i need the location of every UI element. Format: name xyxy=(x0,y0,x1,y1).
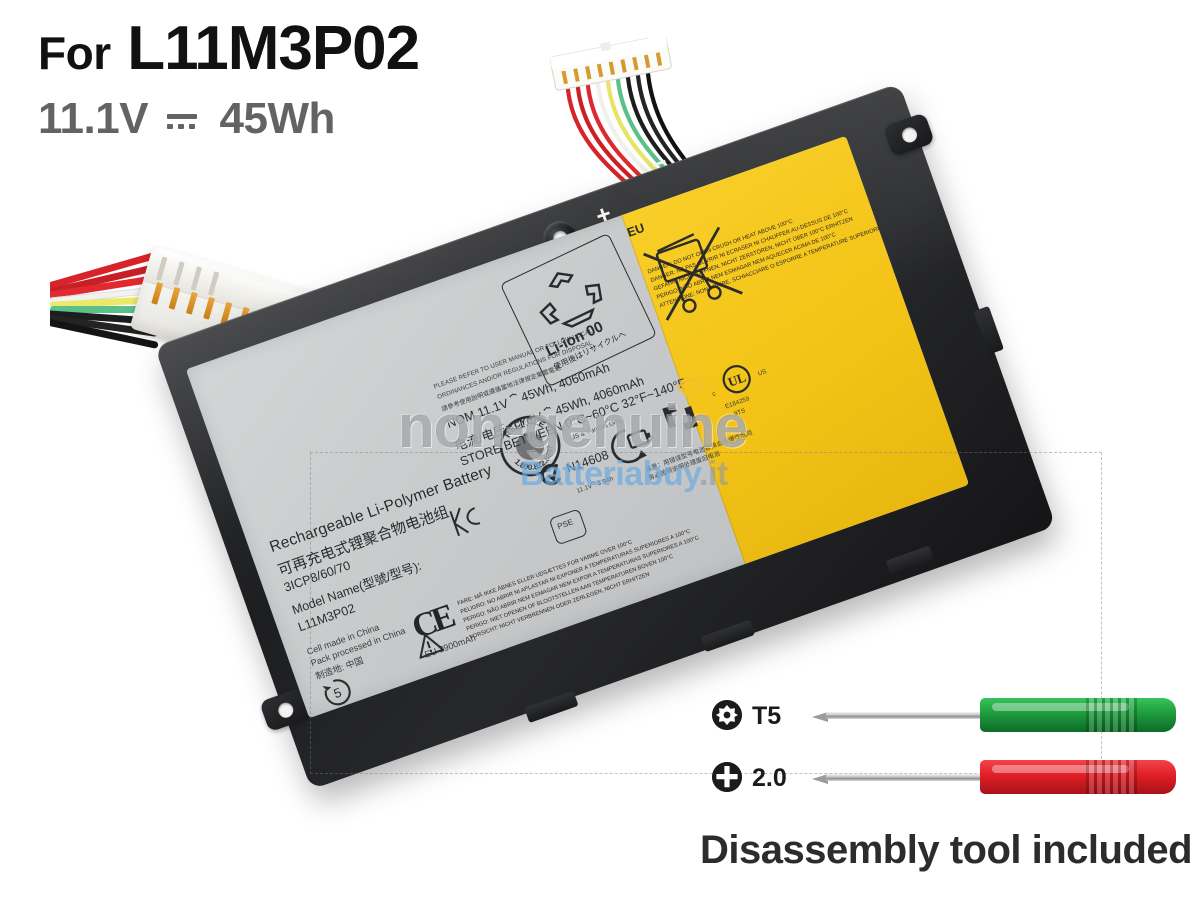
handle-gloss xyxy=(991,764,1129,773)
product-image-canvas: For L11M3P02 11.1V 45Wh xyxy=(0,0,1200,900)
torx-shaft xyxy=(826,712,984,719)
svg-text:UL: UL xyxy=(726,369,748,389)
handle-grip-rings xyxy=(1085,698,1137,732)
crossed-wheelie-bin-icon xyxy=(643,226,743,321)
label-n-number: N14608 xyxy=(564,447,611,476)
disassembly-caption: Disassembly tool included xyxy=(700,828,1193,872)
torx-handle xyxy=(980,698,1176,732)
battery-spec-label: Rechargeable Li-Polymer Battery 可再充电式锂聚合… xyxy=(185,135,970,719)
china-recycle-icon xyxy=(662,404,698,431)
phillips-shaft xyxy=(826,774,984,781)
torx-icon xyxy=(712,700,742,730)
tool-row-torx: T5 xyxy=(712,690,1182,746)
pse-mark-text: PSE xyxy=(556,517,575,532)
header-specs: 11.1V 45Wh xyxy=(38,94,419,144)
recycle-triangle-icon xyxy=(539,272,603,328)
wire-green xyxy=(50,306,160,313)
header-title: For L11M3P02 xyxy=(38,18,420,80)
handle-grip-rings xyxy=(1085,760,1137,794)
warning-triangle-icon xyxy=(419,633,445,660)
phillips-handle xyxy=(980,760,1176,794)
kc-mark-icon xyxy=(449,507,481,537)
header-model-number: L11M3P02 xyxy=(127,14,420,83)
harness-connector xyxy=(549,38,672,91)
label-rating-small: 11.1V⏞ 3.9Ah xyxy=(575,475,615,495)
dc-symbol-icon xyxy=(166,110,201,132)
pse-mark-box: PSE xyxy=(548,508,589,546)
torx-tip xyxy=(812,712,828,722)
ul-mark-icon: UL xyxy=(722,365,751,394)
handle-gloss xyxy=(991,702,1129,711)
phillips-tip xyxy=(812,774,828,784)
header-block: For L11M3P02 11.1V 45Wh xyxy=(38,18,420,144)
tool-row-phillips: 2.0 xyxy=(712,752,1182,808)
header-for-label: For xyxy=(38,27,111,79)
rohs-5-icon: 5 xyxy=(322,679,351,706)
header-voltage: 11.1V xyxy=(38,94,149,143)
battery-recycle-icon xyxy=(611,428,652,464)
rohs-years: 5 xyxy=(332,685,344,702)
tool-label-torx: T5 xyxy=(752,702,782,730)
header-capacity: 45Wh xyxy=(219,94,336,143)
liion-recycle-box: Li-ion 00 使用後はリサイクルへ xyxy=(499,232,658,388)
tool-label-phillips: 2.0 xyxy=(752,764,787,792)
phillips-icon xyxy=(712,762,742,792)
disassembly-tools-group: T5 2.0 xyxy=(712,690,1182,825)
connector-photo xyxy=(50,232,340,412)
battery-pack: + − Rechargeable Li-Polymer Battery 可再充电… xyxy=(114,20,1117,919)
